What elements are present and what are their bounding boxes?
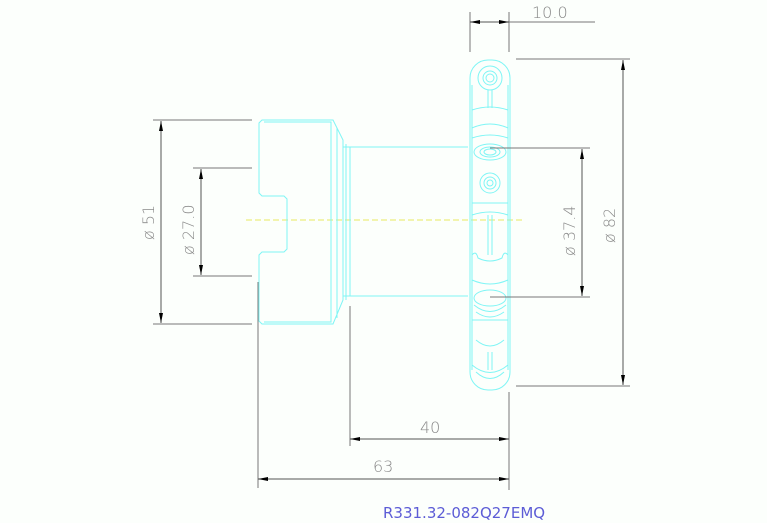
dim-dia-body: ø 51 <box>139 205 158 240</box>
dimension-lines <box>153 12 630 490</box>
dim-dia-inner: ø 37.4 <box>560 206 579 257</box>
dim-dia-bore: ø 27.0 <box>179 205 198 256</box>
dim-length-shoulder: 40 <box>420 418 440 437</box>
dim-length-total: 63 <box>373 457 393 476</box>
tool-body <box>258 119 468 325</box>
dim-width-top: 10.0 <box>532 3 568 22</box>
part-number: R331.32-082Q27EMQ <box>383 504 545 522</box>
dim-dia-cutter: ø 82 <box>600 208 619 243</box>
cutter-head <box>469 59 511 391</box>
